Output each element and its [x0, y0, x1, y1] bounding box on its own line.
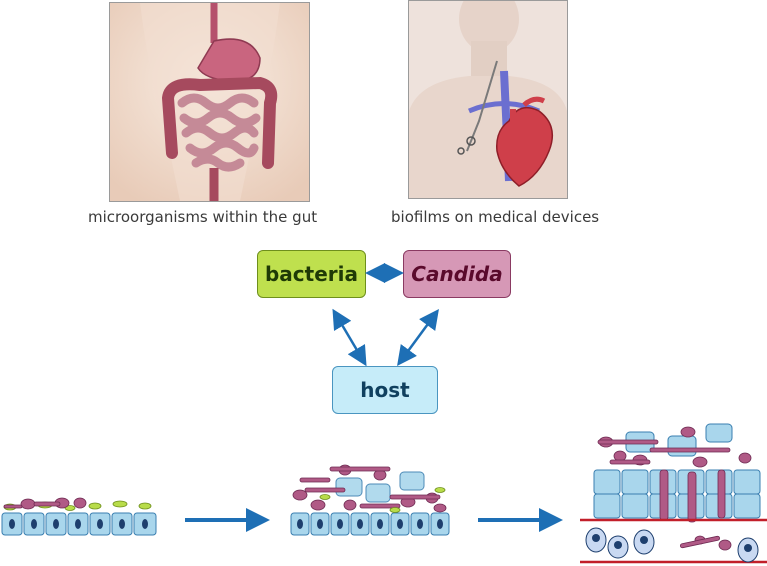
candida-host-arrow: [397, 308, 439, 367]
candida-box: Candida: [403, 250, 511, 298]
bacteria-label: bacteria: [264, 262, 358, 286]
candida-label: Candida: [411, 262, 503, 286]
stage2-biofilm: [290, 464, 450, 536]
heart-drawing: [409, 1, 567, 198]
bacteria-host-arrow: [332, 308, 367, 367]
gut-drawing: [110, 3, 309, 201]
stage1-epithelium: [1, 497, 157, 536]
medical-device-caption: biofilms on medical devices: [391, 208, 600, 226]
stage3-mature-biofilm: [580, 423, 767, 564]
host-label: host: [360, 378, 410, 402]
gut-caption: microorganisms within the gut: [88, 208, 318, 226]
host-box: host: [332, 366, 438, 414]
gut-illustration: [109, 2, 310, 202]
medical-device-illustration: [408, 0, 568, 199]
